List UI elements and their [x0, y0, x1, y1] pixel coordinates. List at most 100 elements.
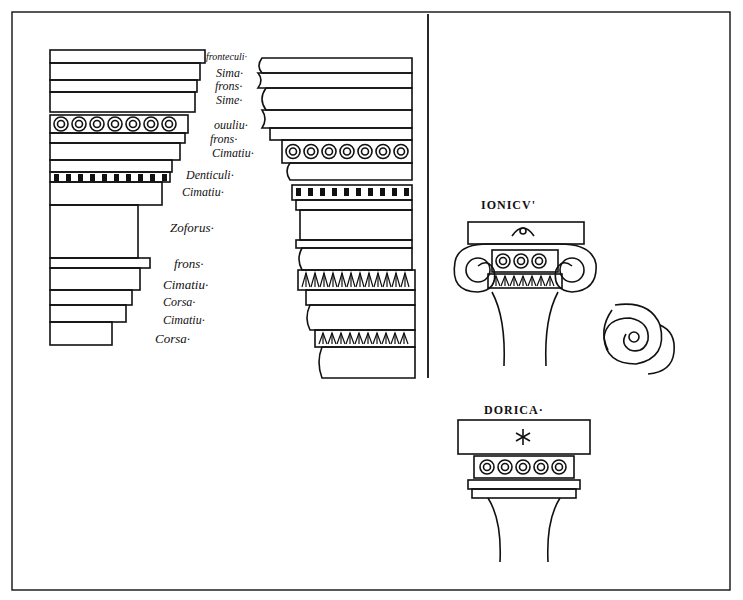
ornament: [518, 258, 525, 265]
ornament: [58, 121, 65, 128]
ornament: [376, 333, 377, 344]
ornament: [540, 276, 541, 286]
ornament: [373, 333, 381, 344]
ornament: [130, 121, 137, 128]
ornament: [377, 273, 378, 287]
ornament: [328, 333, 336, 344]
ornament: [150, 174, 155, 181]
ornament: [344, 188, 349, 196]
ornament: [356, 188, 361, 196]
ornament: [320, 188, 325, 196]
ornament: [138, 174, 143, 181]
ornament: [148, 121, 155, 128]
ornament: [340, 145, 354, 159]
ornament: [394, 333, 395, 344]
ornament: [54, 117, 68, 131]
ornament: [78, 174, 83, 181]
ornament: [365, 273, 373, 287]
ornament: [166, 121, 173, 128]
part-name: ouuliu·: [214, 119, 248, 131]
ornament: [504, 276, 505, 286]
ornament: [395, 273, 396, 287]
ornament: [368, 273, 369, 287]
ornament: [66, 174, 71, 181]
ornament: [94, 121, 101, 128]
part-name: fronteculi·: [206, 52, 247, 62]
ornament: [322, 145, 336, 159]
ornament: [403, 333, 404, 344]
ornament: [162, 117, 176, 131]
ornament: [522, 276, 523, 286]
ornament: [546, 276, 554, 286]
ornament: [341, 273, 342, 287]
ornament: [359, 273, 360, 287]
ornament: [314, 273, 315, 287]
ornament: [364, 333, 372, 344]
ornament: [382, 333, 390, 344]
ornament: [112, 121, 119, 128]
ornament: [108, 117, 122, 131]
ornament: [347, 273, 355, 287]
ornament: [346, 333, 354, 344]
ornament: [320, 273, 328, 287]
ornament: [404, 188, 409, 196]
ornament: [296, 188, 301, 196]
ornament: [358, 333, 359, 344]
ornament: [302, 273, 310, 287]
ornament: [319, 333, 327, 344]
ornament: [513, 276, 514, 286]
ornament: [480, 460, 494, 474]
ornament: [102, 174, 107, 181]
ornament: [355, 333, 363, 344]
ornament: [398, 148, 405, 155]
ornament: [394, 145, 408, 159]
ornament: [514, 254, 528, 268]
part-name: Zoforus·: [170, 221, 214, 234]
ornament: [322, 333, 323, 344]
ornament: [358, 145, 372, 159]
ornament: [537, 276, 545, 286]
ornament: [162, 174, 167, 181]
ornament: [404, 273, 405, 287]
part-name: frons·: [210, 133, 237, 145]
ornament: [401, 273, 409, 287]
ornament: [552, 460, 566, 474]
ornament: [531, 276, 532, 286]
ornament: [308, 188, 313, 196]
ornament: [556, 464, 563, 471]
ornament: [538, 464, 545, 471]
ornament: [368, 188, 373, 196]
ornament: [496, 254, 510, 268]
ornament: [72, 117, 86, 131]
ornament: [356, 273, 364, 287]
ornament: [332, 188, 337, 196]
ornament: [311, 273, 319, 287]
ornament: [549, 276, 550, 286]
part-name: frons·: [215, 80, 242, 92]
order-name: IONICV': [481, 199, 536, 211]
ornament: [329, 273, 337, 287]
ornament: [344, 148, 351, 155]
ornament: [340, 333, 341, 344]
ornament: [516, 460, 530, 474]
ornament: [400, 333, 408, 344]
part-name: Cimatiu·: [212, 147, 254, 159]
part-name: Corsa·: [163, 296, 195, 308]
ornament: [386, 273, 387, 287]
ornament: [536, 258, 543, 265]
ornament: [323, 273, 324, 287]
ornament: [392, 273, 400, 287]
ornament: [501, 276, 509, 286]
part-name: Sima·: [216, 67, 243, 79]
ornament: [392, 188, 397, 196]
ornament: [391, 333, 399, 344]
ornament: [290, 148, 297, 155]
ornament: [76, 121, 83, 128]
ornament: [374, 273, 382, 287]
ornament: [492, 276, 500, 286]
ornament: [362, 148, 369, 155]
part-name: Corsa·: [155, 332, 190, 345]
part-name: frons·: [174, 257, 204, 270]
ornament: [90, 174, 95, 181]
